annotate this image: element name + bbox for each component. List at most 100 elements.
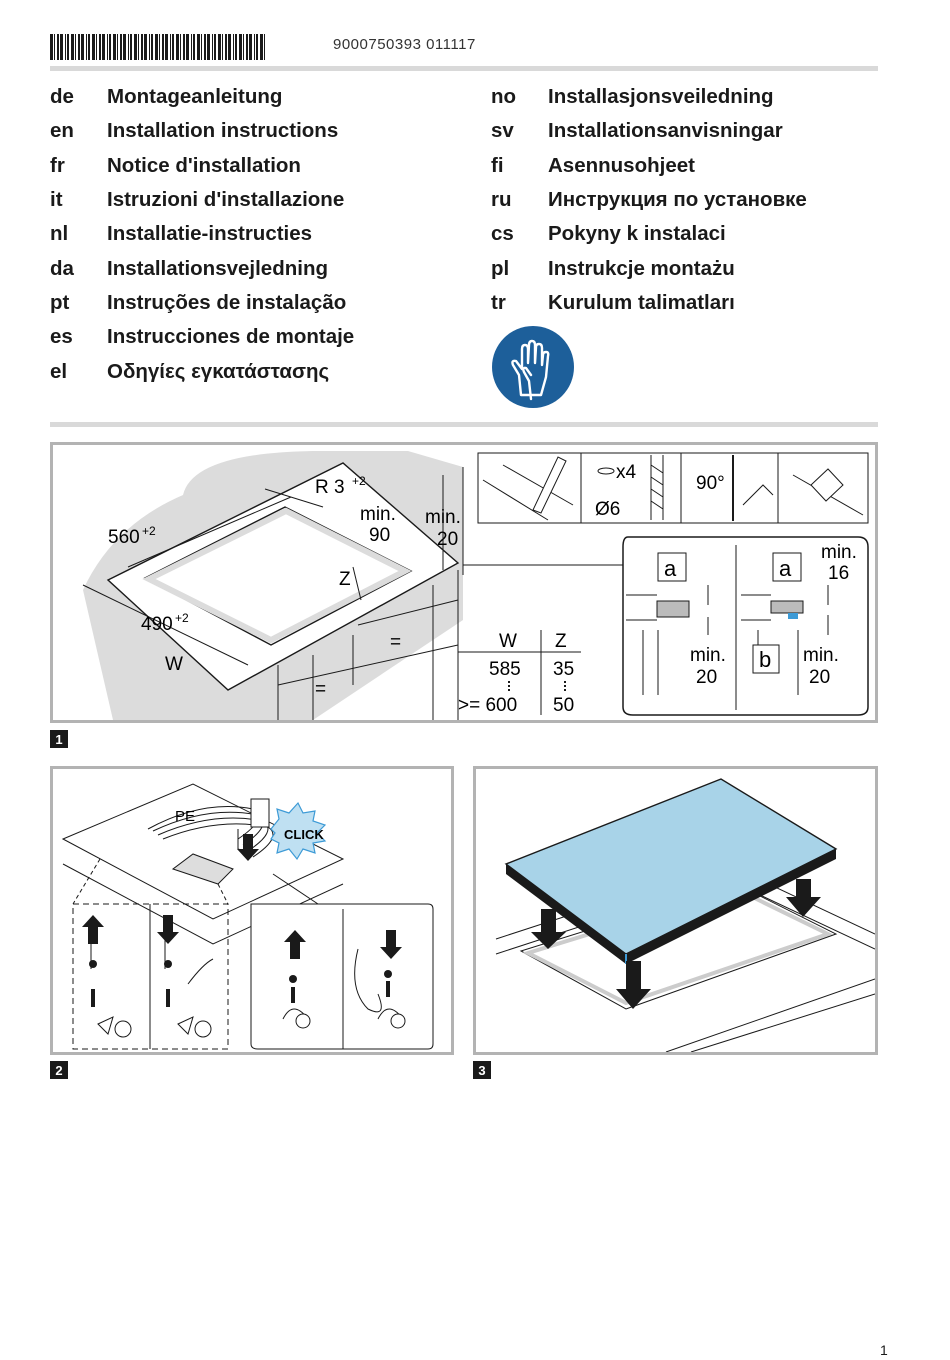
section-divider: [50, 422, 878, 427]
language-code: es: [50, 325, 73, 349]
language-title: Kurulum talimatları: [548, 290, 735, 314]
label-w: W: [165, 654, 183, 675]
language-row-sv: sv Installationsanvisningar: [491, 114, 807, 148]
header-divider: [50, 66, 878, 71]
language-code: el: [50, 359, 68, 383]
cutout-edge: [142, 507, 412, 644]
screw-count: x4: [616, 462, 637, 483]
click-burst-icon: [270, 801, 327, 861]
language-row-pt: pt Instruções de instalação: [50, 286, 354, 320]
language-code: sv: [491, 119, 514, 143]
min-90: 90: [369, 525, 390, 546]
language-code: pt: [50, 290, 70, 314]
table-z-50: 50: [553, 695, 574, 716]
hob-frame: [506, 849, 836, 964]
figure-2-connection: CLICK PE: [50, 766, 454, 1055]
figure-3-number: 3: [473, 1061, 491, 1079]
dimension-table: W Z 585 35 >= 600 50: [458, 630, 581, 716]
dimension-lines: [82, 467, 464, 720]
figure-2-number: 2: [50, 1061, 68, 1079]
language-row-nl: nl Installatie-instructies: [50, 217, 354, 251]
detail-min-label-16: min.: [821, 542, 857, 563]
detail-b: b: [759, 647, 771, 672]
language-code: no: [491, 85, 517, 109]
wear-gloves-icon: [492, 326, 574, 408]
language-row-no: no Installasjonsveiledning: [491, 80, 807, 114]
language-code: tr: [491, 290, 506, 314]
language-title: Installatie-instructies: [107, 222, 313, 246]
language-title: Notice d'installation: [107, 153, 301, 177]
language-title: Installation instructions: [107, 119, 339, 143]
figure-1-cutout-dimensions: 560 +2 490 +2 W R 3 +2 min. 90 min. 20 Z…: [50, 442, 878, 723]
detail-a-left: a: [664, 556, 677, 581]
barcode: [50, 34, 265, 60]
table-col-w: W: [499, 631, 517, 652]
language-row-da: da Installationsvejledning: [50, 251, 354, 285]
language-code: de: [50, 85, 74, 109]
right-angle: 90°: [696, 473, 725, 494]
language-title: Asennusohjeet: [548, 153, 695, 177]
min-20: 20: [437, 529, 458, 550]
pe-label: PE: [175, 808, 195, 825]
language-title: Istruzioni d'installazione: [107, 188, 345, 212]
document-number: 9000750393 011117: [333, 36, 476, 53]
detail-min-20-left: 20: [696, 667, 717, 688]
placement-arrows: [531, 879, 821, 1009]
language-row-es: es Instrucciones de montaje: [50, 320, 354, 354]
language-code: ru: [491, 188, 512, 212]
language-list-left: de Montageanleitung en Installation instruc…: [50, 80, 354, 389]
language-title: Montageanleitung: [107, 85, 283, 109]
table-w-600: >= 600: [458, 695, 517, 716]
min-label-20: min.: [425, 507, 461, 528]
drill-diameter: Ø6: [595, 499, 620, 520]
language-code: nl: [50, 222, 69, 246]
language-row-tr: tr Kurulum talimatları: [491, 286, 807, 320]
language-title: Installasjonsveiledning: [548, 85, 774, 109]
language-title: Instruções de instalação: [107, 290, 347, 314]
dim-560: 560: [108, 527, 140, 548]
radius-tol: +2: [352, 474, 366, 488]
language-title: Installationsvejledning: [107, 256, 328, 280]
edge-detail-callout: a a b min. 16: [622, 536, 869, 716]
detail-min-16: 16: [828, 563, 849, 584]
language-title: Instrucciones de montaje: [107, 325, 355, 349]
table-z-35: 35: [553, 659, 574, 680]
language-row-en: en Installation instructions: [50, 114, 354, 148]
detail-min-label-20-left: min.: [690, 645, 726, 666]
language-row-de: de Montageanleitung: [50, 80, 354, 114]
detail-min-20-right: 20: [809, 667, 830, 688]
radius-label: R 3: [315, 477, 345, 498]
min-label-90: min.: [360, 504, 396, 525]
figure-3-placing-hob: [473, 766, 878, 1055]
figure-1-number: 1: [50, 730, 68, 748]
language-row-ru: ru Инструкция по установке: [491, 183, 807, 217]
language-code: cs: [491, 222, 514, 246]
dim-490-tol: +2: [175, 611, 189, 625]
language-title: Installationsanvisningar: [548, 119, 783, 143]
language-row-fi: fi Asennusohjeet: [491, 149, 807, 183]
language-row-pl: pl Instrukcje montażu: [491, 251, 807, 285]
detail-min-label-20-right: min.: [803, 645, 839, 666]
equal-sign-2: =: [315, 679, 326, 700]
language-code: da: [50, 256, 74, 280]
language-title: Инструкция по установке: [548, 188, 807, 212]
language-list-right: no Installasjonsveiledning sv Installations…: [491, 80, 807, 320]
label-z: Z: [339, 569, 351, 590]
language-code: en: [50, 119, 74, 143]
dim-490: 490: [141, 614, 173, 635]
page-number: 1: [880, 1342, 888, 1358]
language-code: pl: [491, 256, 510, 280]
language-row-fr: fr Notice d'installation: [50, 149, 354, 183]
detail-a-right: a: [779, 556, 792, 581]
tools-strip: x4 Ø6 90°: [477, 452, 869, 524]
language-code: fi: [491, 153, 504, 177]
table-w-585: 585: [489, 659, 521, 680]
language-row-el: el Οδηγίες εγκατάστασης: [50, 354, 354, 388]
table-col-z: Z: [555, 631, 567, 652]
language-code: fr: [50, 153, 65, 177]
language-title: Instrukcje montażu: [548, 256, 735, 280]
language-title: Pokyny k instalaci: [548, 222, 726, 246]
language-row-cs: cs Pokyny k instalaci: [491, 217, 807, 251]
language-title: Οδηγίες εγκατάστασης: [107, 359, 330, 383]
